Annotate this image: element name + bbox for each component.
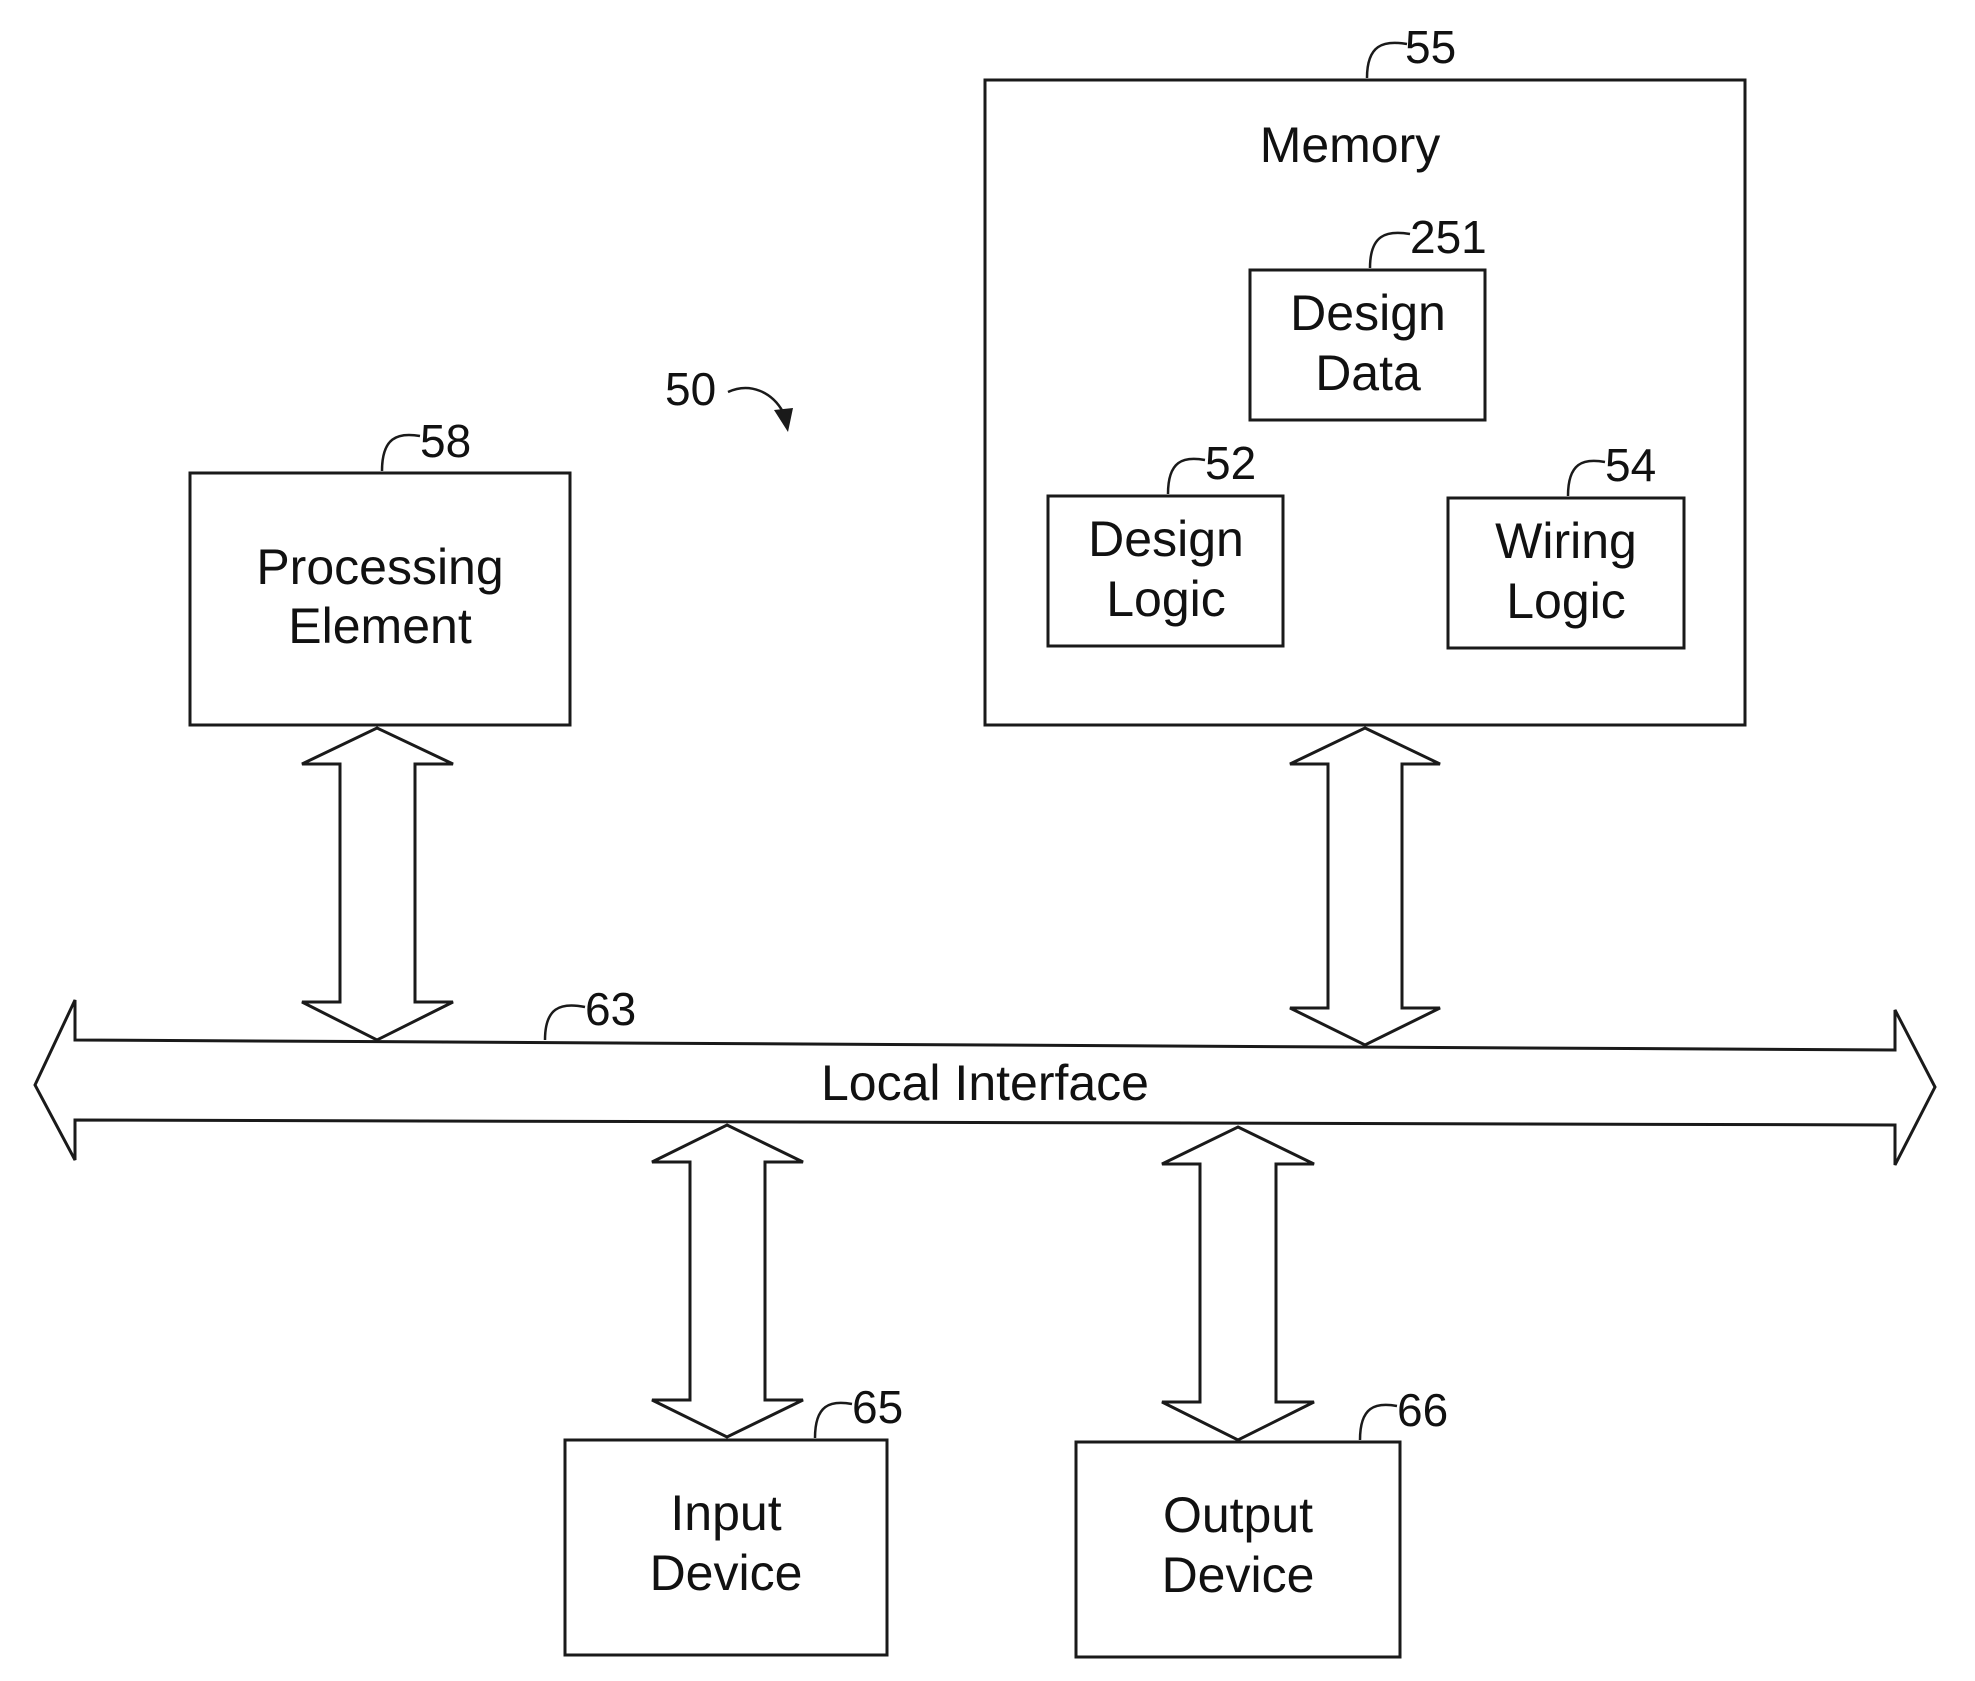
output-device-label-line2: Device [1162,1547,1315,1603]
ref-65-leader [815,1403,852,1438]
wiring-logic-label-line2: Logic [1506,573,1626,629]
ref-50: 50 [665,363,716,415]
ref-63: 63 [585,983,636,1035]
design-data-label-line1: Design [1290,285,1446,341]
processing-bus-arrow [302,728,453,1040]
ref-251: 251 [1410,211,1487,263]
ref-52: 52 [1205,437,1256,489]
design-data-label-line2: Data [1315,345,1421,401]
output-bus-arrow [1162,1127,1314,1440]
design-logic-label-line2: Logic [1106,571,1226,627]
ref-54: 54 [1605,439,1656,491]
output-device-label-line1: Output [1163,1487,1313,1543]
ref-58: 58 [420,415,471,467]
memory-bus-arrow [1290,728,1440,1045]
local-interface-label: Local Interface [821,1055,1149,1111]
memory-title: Memory [1260,117,1441,173]
processing-element-label-line2: Element [288,598,472,654]
input-bus-arrow [652,1125,803,1437]
wiring-logic-label-line1: Wiring [1495,513,1637,569]
input-device-label-line2: Device [650,1545,803,1601]
input-device-label-line1: Input [670,1485,781,1541]
ref-63-leader [545,1005,585,1040]
ref-50-arrowhead [774,408,793,432]
ref-65: 65 [852,1381,903,1433]
design-logic-label-line1: Design [1088,511,1244,567]
ref-58-leader [382,435,420,471]
ref-55-leader [1367,43,1407,78]
ref-66: 66 [1397,1384,1448,1436]
ref-55: 55 [1405,21,1456,73]
ref-50-arrow-curve [728,388,783,412]
processing-element-label-line1: Processing [256,539,503,595]
ref-66-leader [1360,1405,1397,1440]
